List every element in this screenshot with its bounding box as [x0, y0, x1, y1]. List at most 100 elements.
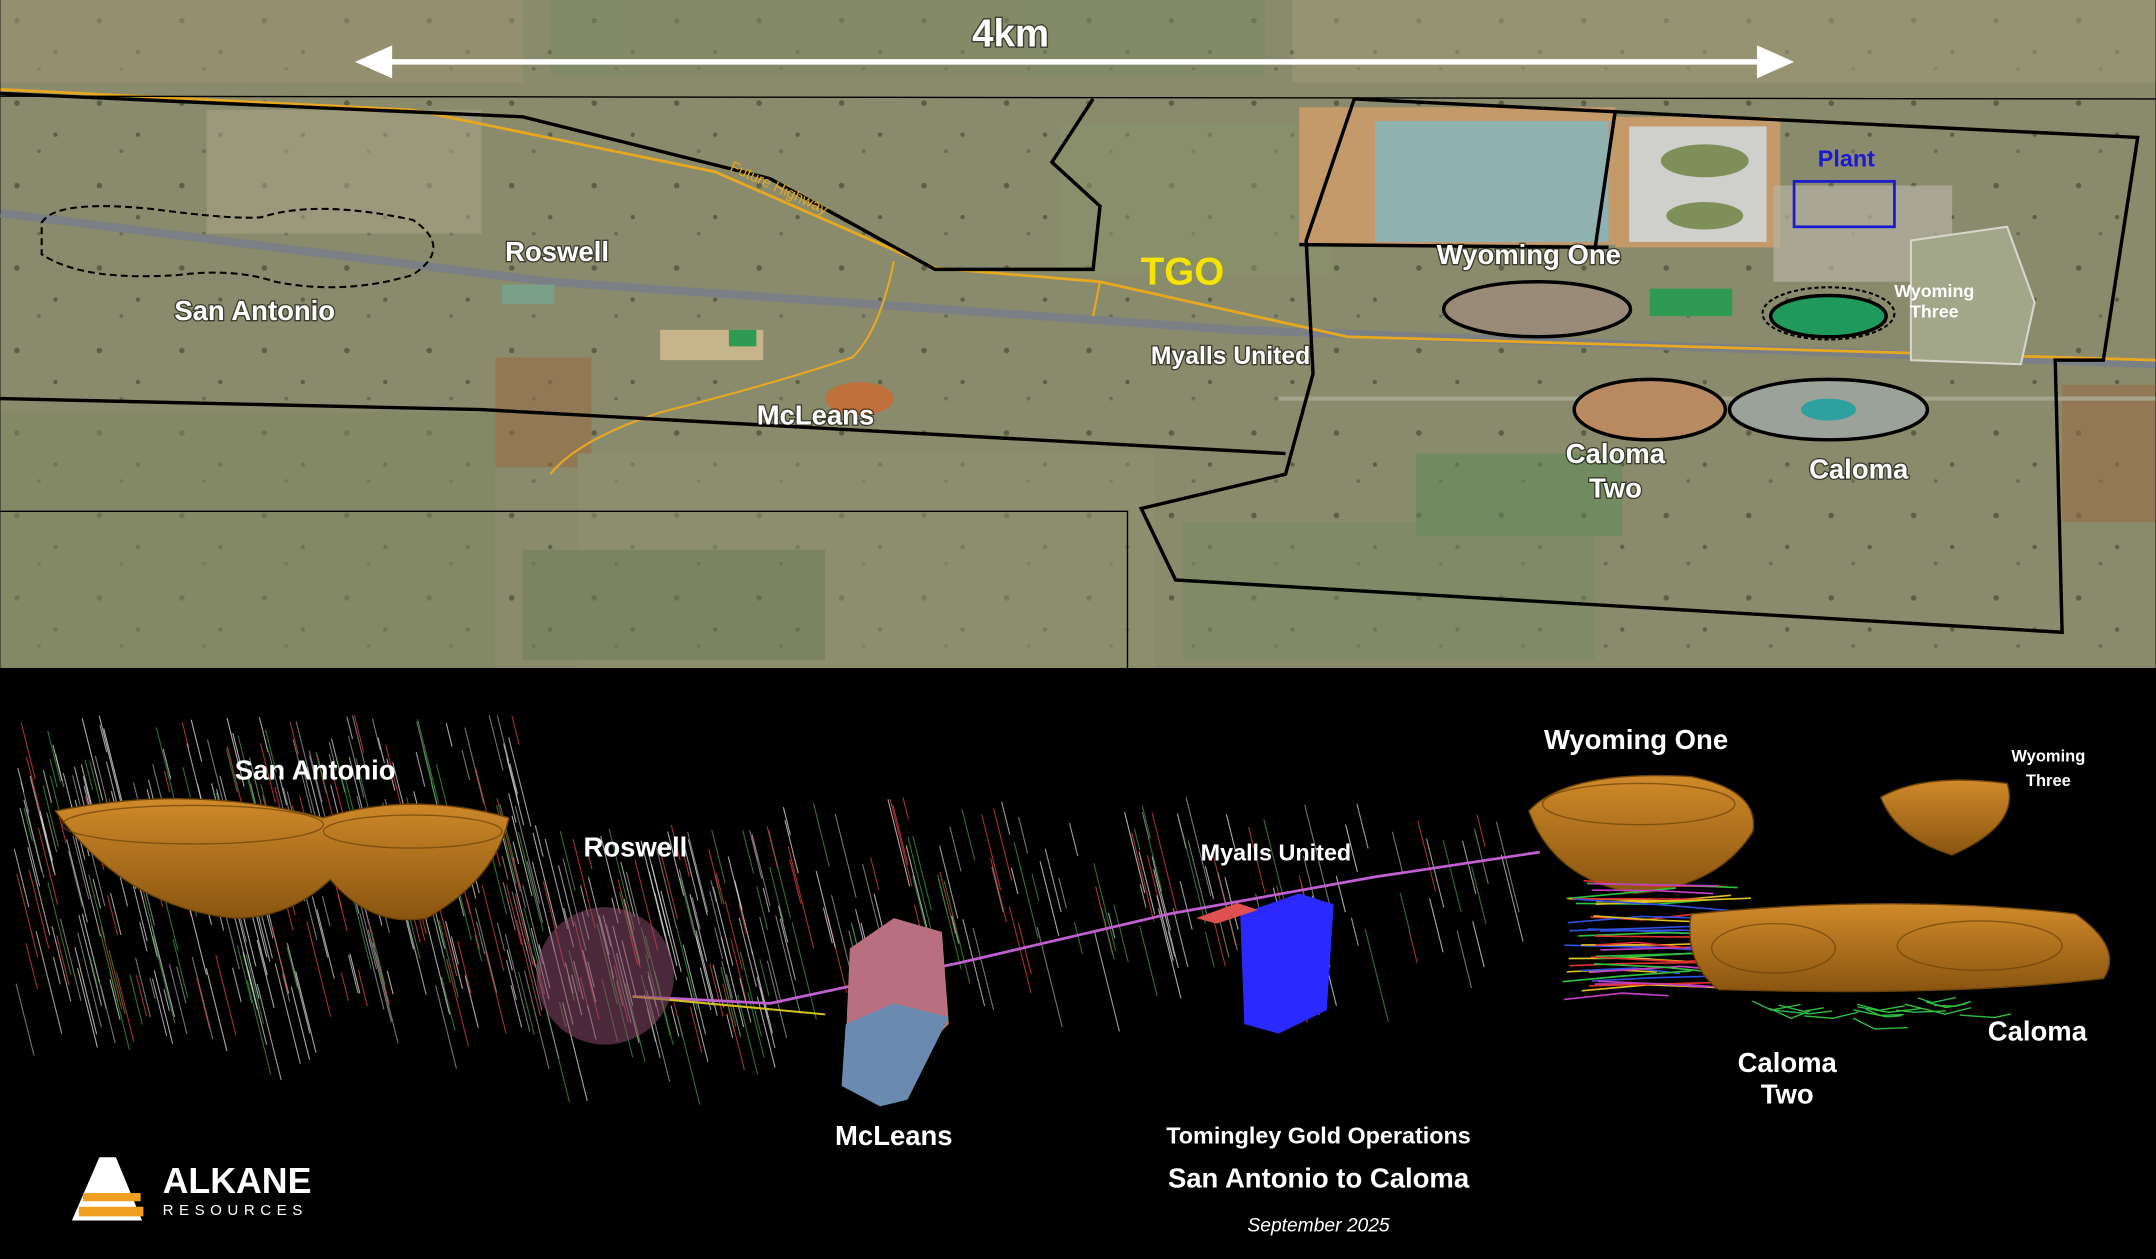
underground-working: [1904, 1003, 1972, 1015]
drill-hole-trace: [151, 978, 168, 1036]
drill-hole-trace: [523, 970, 550, 1070]
drill-hole-trace: [25, 943, 39, 990]
drill-hole-trace: [348, 954, 359, 994]
drill-hole-trace: [1356, 803, 1369, 849]
aerial-label-san-antonio: San Antonio: [174, 295, 335, 326]
drill-hole-trace: [1147, 837, 1163, 892]
drill-hole-trace: [1417, 820, 1436, 892]
drill-hole-trace: [544, 838, 569, 929]
drill-hole-trace: [75, 836, 101, 937]
drill-hole-trace: [993, 808, 1013, 881]
drill-hole-trace: [418, 916, 426, 941]
roswell-drill-cluster: [536, 907, 674, 1045]
drill-hole-trace: [739, 951, 762, 1037]
section-label-caloma: Caloma: [1988, 1015, 2088, 1046]
drill-hole-trace: [766, 826, 779, 869]
drill-hole-trace: [153, 970, 174, 1044]
drill-hole-trace: [246, 980, 272, 1075]
drill-hole-trace: [670, 1005, 680, 1037]
drill-hole-trace: [680, 845, 690, 877]
drill-hole-trace: [509, 763, 519, 795]
aerial-label-roswell: Roswell: [505, 236, 609, 267]
drill-hole-trace: [670, 824, 681, 861]
aerial-label-wyoming-three-2: Three: [1910, 301, 1959, 321]
tailings-storage: [1299, 107, 1781, 317]
drill-hole-trace: [328, 753, 336, 777]
drill-hole-trace: [778, 905, 789, 943]
drill-hole-trace: [1153, 869, 1179, 969]
drill-hole-trace: [501, 855, 509, 880]
section-label-wyoming-one: Wyoming One: [1544, 724, 1728, 755]
drill-hole-trace: [1473, 828, 1489, 884]
drill-hole-trace: [1001, 801, 1011, 835]
drill-hole-trace: [74, 946, 98, 1035]
drill-hole-trace: [659, 848, 679, 920]
drill-hole-trace: [1391, 831, 1404, 874]
drill-hole-trace: [1044, 848, 1062, 913]
drill-hole-trace: [481, 884, 505, 971]
drill-hole-trace: [512, 856, 527, 909]
alkane-logo-mark: [71, 1157, 142, 1221]
drill-hole-trace: [1248, 827, 1266, 894]
drill-hole-trace: [1204, 931, 1215, 968]
drill-hole-trace: [682, 841, 699, 901]
drill-hole-trace: [108, 949, 126, 1015]
wyoming-three-pit-shell: [1879, 779, 2011, 856]
section-label-wyoming-three-1: Wyoming: [2011, 747, 2085, 765]
drill-hole-trace: [176, 966, 187, 1004]
drill-hole-trace: [438, 903, 458, 977]
underground-working: [1569, 961, 1698, 967]
drill-hole-trace: [962, 919, 986, 1007]
drill-hole-trace: [163, 771, 171, 793]
section-label-caloma-two-2: Two: [1761, 1079, 1814, 1110]
drill-hole-trace: [29, 775, 55, 872]
drill-hole-trace: [189, 908, 207, 975]
drill-hole-trace: [791, 922, 817, 1020]
long-section-3d: San Antonio Roswell Myalls United Wyomin…: [0, 667, 2156, 1259]
drill-hole-trace: [1039, 861, 1060, 937]
drill-hole-trace: [196, 977, 211, 1030]
drill-hole-trace: [682, 944, 707, 1035]
underground-working: [1595, 941, 1685, 949]
drill-hole-trace: [1429, 898, 1444, 953]
drill-hole-trace: [35, 931, 63, 1034]
underground-working: [1562, 969, 1692, 983]
drill-hole-trace: [89, 760, 102, 805]
drill-hole-trace: [517, 831, 544, 932]
drill-hole-trace: [1167, 930, 1176, 958]
aerial-label-caloma: Caloma: [1809, 453, 1909, 484]
drill-hole-trace: [1399, 892, 1411, 932]
drill-hole-trace: [415, 752, 426, 787]
aerial-label-caloma-two-1: Caloma: [1566, 438, 1666, 469]
aerial-map: Plant: [0, 0, 2156, 674]
plant-label: Plant: [1818, 145, 1875, 171]
drill-hole-trace: [17, 767, 25, 792]
drill-hole-trace: [386, 970, 394, 995]
drill-hole-trace: [514, 805, 541, 904]
drill-hole-trace: [474, 934, 483, 962]
drill-hole-trace: [135, 957, 151, 1018]
aerial-label-wyoming-one: Wyoming One: [1437, 239, 1621, 270]
drill-hole-trace: [256, 939, 275, 1009]
drill-hole-trace: [1093, 931, 1120, 1032]
drill-hole-trace: [991, 866, 1004, 913]
drill-hole-trace: [162, 748, 172, 780]
drill-hole-trace: [377, 737, 385, 764]
drill-hole-trace: [1426, 838, 1445, 908]
drill-hole-trace: [435, 985, 457, 1069]
drill-hole-trace: [709, 963, 724, 1017]
drill-hole-trace: [1151, 856, 1172, 931]
drill-hole-trace: [514, 893, 534, 966]
drill-hole-trace: [943, 880, 971, 984]
drill-hole-trace: [155, 727, 178, 812]
drill-hole-trace: [949, 826, 962, 872]
drill-hole-trace: [834, 813, 857, 898]
drill-hole-trace: [496, 715, 510, 763]
drill-hole-trace: [1093, 863, 1117, 951]
drill-hole-trace: [77, 968, 98, 1048]
drill-hole-trace: [715, 873, 725, 905]
drill-hole-trace: [98, 715, 123, 806]
drill-hole-trace: [739, 977, 752, 1023]
drill-hole-trace: [812, 803, 830, 867]
